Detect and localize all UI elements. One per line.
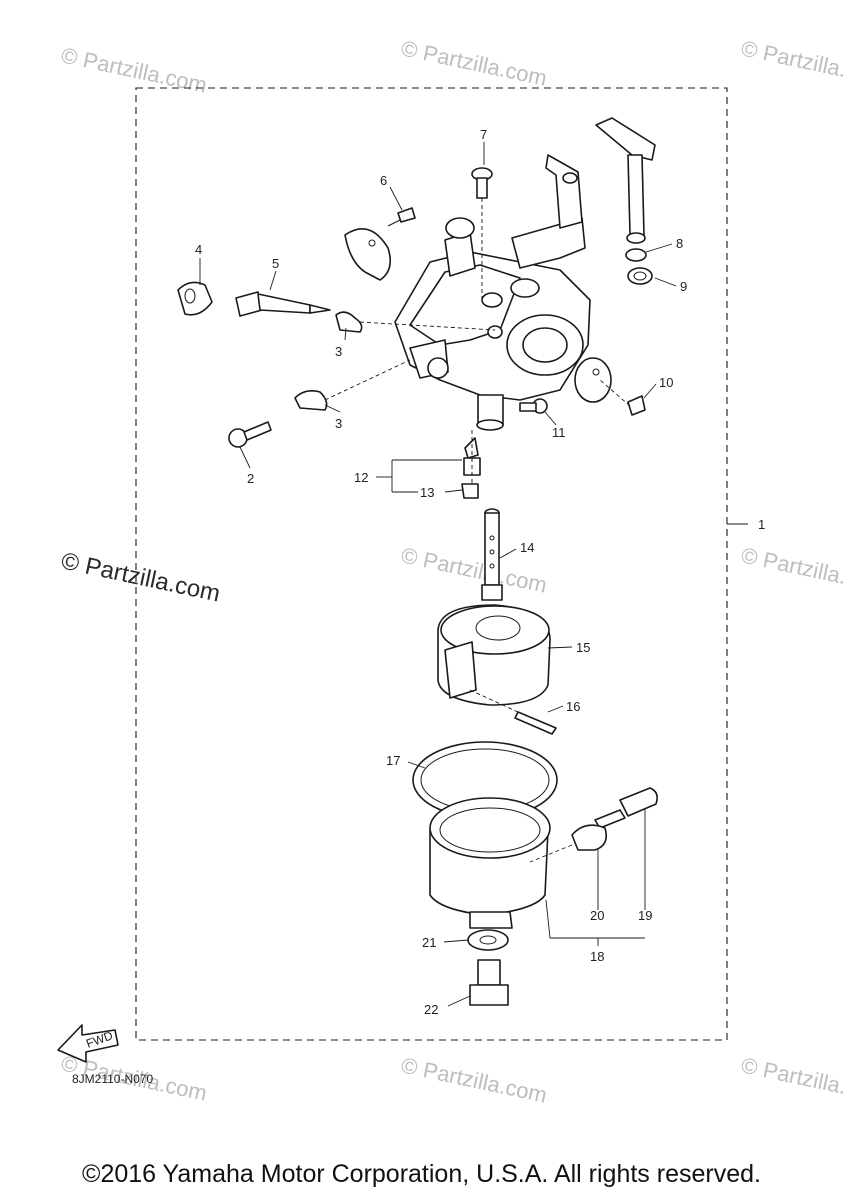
callout-14: 14 [520, 540, 534, 555]
spring-3-lower [294, 359, 411, 411]
leader-lines [199, 142, 677, 1007]
cap-4 [177, 281, 213, 316]
drain-bolt-22 [469, 959, 509, 1006]
callout-20: 20 [590, 908, 604, 923]
callout-3: 3 [335, 416, 342, 431]
spring-20 [529, 824, 608, 863]
clip-13 [461, 483, 479, 499]
choke-plate [344, 228, 391, 281]
plate-10 [574, 357, 646, 416]
callout-17: 17 [386, 753, 400, 768]
carburetor-body [394, 154, 591, 431]
callout-2: 2 [247, 471, 254, 486]
needle-5 [235, 291, 331, 317]
callout-19: 19 [638, 908, 652, 923]
screw-11 [519, 398, 548, 414]
callout-6: 6 [380, 173, 387, 188]
spring-3-upper [335, 311, 496, 333]
washer-21 [467, 929, 509, 951]
watermark: © Partzilla.com [739, 542, 843, 597]
callout-1: 1 [758, 517, 765, 532]
copyright-notice: ©2016 Yamaha Motor Corporation, U.S.A. A… [82, 1160, 761, 1188]
callout-10: 10 [659, 375, 673, 390]
watermark: © Partzilla.com [399, 1052, 549, 1107]
callout-3: 3 [335, 344, 342, 359]
assembly-boundary [135, 87, 728, 1041]
callout-18: 18 [590, 949, 604, 964]
drain-screw-19 [594, 787, 658, 829]
pin-16 [469, 689, 557, 735]
callout-9: 9 [680, 279, 687, 294]
callout-labels: 1 2 3 3 4 5 6 7 8 9 10 11 12 13 14 15 16… [195, 127, 765, 1017]
screw-7 [471, 167, 493, 300]
watermark-group: © Partzilla.com © Partzilla.com © Partzi… [59, 35, 843, 1107]
washer-8 [625, 248, 647, 262]
seal-9 [627, 267, 653, 285]
watermark-dark: © Partzilla.com [59, 547, 223, 607]
callout-12: 12 [354, 470, 368, 485]
screw-2 [228, 421, 272, 448]
callout-15: 15 [576, 640, 590, 655]
callout-22: 22 [424, 1002, 438, 1017]
callout-13: 13 [420, 485, 434, 500]
emulsion-tube-14 [481, 508, 503, 601]
fwd-arrow-icon: FWD [57, 1024, 119, 1063]
watermark: © Partzilla.com [739, 35, 843, 90]
watermark: © Partzilla.com [739, 1052, 843, 1107]
callout-5: 5 [272, 256, 279, 271]
callout-7: 7 [480, 127, 487, 142]
callout-16: 16 [566, 699, 580, 714]
throttle-lever [595, 117, 656, 244]
screw-6 [387, 207, 416, 227]
watermark: © Partzilla.com [59, 42, 209, 97]
diagram-code: 8JM2110-N070 [72, 1072, 153, 1086]
float-bowl-18 [429, 797, 551, 929]
watermark: © Partzilla.com [399, 35, 549, 90]
callout-21: 21 [422, 935, 436, 950]
float-15 [437, 604, 551, 706]
callout-11: 11 [552, 425, 566, 440]
callout-8: 8 [676, 236, 683, 251]
callout-4: 4 [195, 242, 202, 257]
